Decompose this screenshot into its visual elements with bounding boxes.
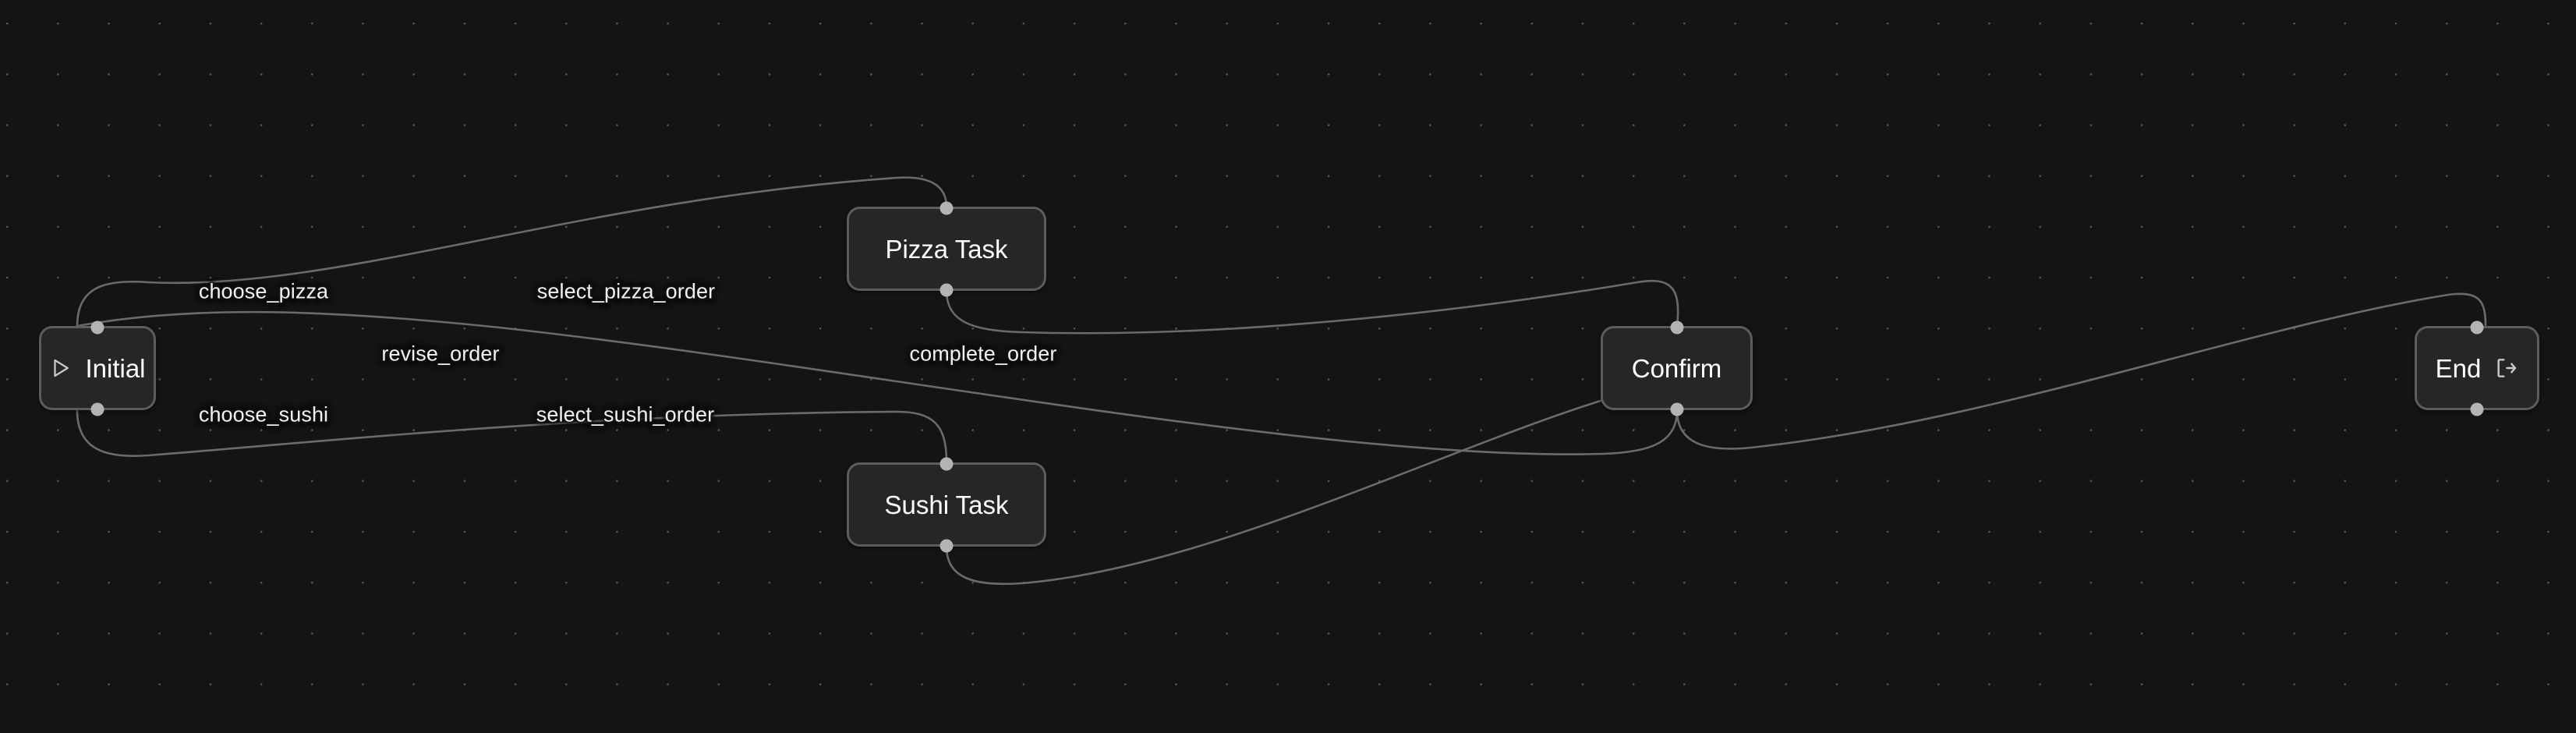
handle-source-bottom[interactable]	[2470, 402, 2484, 416]
edge-label-choose-sushi[interactable]: choose_sushi	[198, 402, 329, 427]
node-end[interactable]: End	[2415, 320, 2539, 416]
node-initial[interactable]: Initial	[39, 320, 156, 416]
node-label: Sushi Task	[884, 490, 1009, 519]
edge-label-complete-order[interactable]: complete_order	[909, 342, 1057, 366]
edge-label-select-sushi-order[interactable]: select_sushi_order	[536, 402, 715, 427]
handle-target-top[interactable]	[1670, 320, 1683, 334]
edge-label-select-pizza-order[interactable]: select_pizza_order	[536, 279, 716, 303]
edge-select-pizza-order[interactable]	[945, 279, 1679, 335]
node-label: Pizza Task	[885, 234, 1008, 264]
edge-label-revise-order[interactable]: revise_order	[381, 342, 500, 366]
node-sushi-task[interactable]: Sushi Task	[847, 457, 1046, 552]
edge-select-sushi-order[interactable]	[945, 378, 1679, 586]
handle-target-top[interactable]	[2470, 320, 2484, 334]
play-triangle-icon	[49, 356, 73, 381]
exit-arrow-icon	[2493, 356, 2518, 381]
node-label: End	[2435, 353, 2482, 383]
edge-revise-order[interactable]	[76, 310, 1679, 455]
handle-target-top[interactable]	[939, 457, 954, 470]
handle-target-top[interactable]	[90, 320, 104, 334]
handle-source-bottom[interactable]	[90, 402, 104, 416]
handle-source-bottom[interactable]	[939, 283, 954, 296]
edge-complete-order[interactable]	[1675, 292, 2487, 450]
node-pizza-task[interactable]: Pizza Task	[847, 201, 1046, 296]
handle-source-bottom[interactable]	[1670, 402, 1683, 416]
node-confirm[interactable]: Confirm	[1601, 320, 1753, 416]
node-label: Confirm	[1631, 353, 1722, 383]
handle-source-bottom[interactable]	[939, 539, 954, 552]
node-label: Initial	[85, 353, 146, 383]
edge-label-choose-pizza[interactable]: choose_pizza	[198, 279, 329, 303]
handle-target-top[interactable]	[939, 201, 954, 214]
edge-choose-pizza[interactable]	[76, 176, 948, 328]
